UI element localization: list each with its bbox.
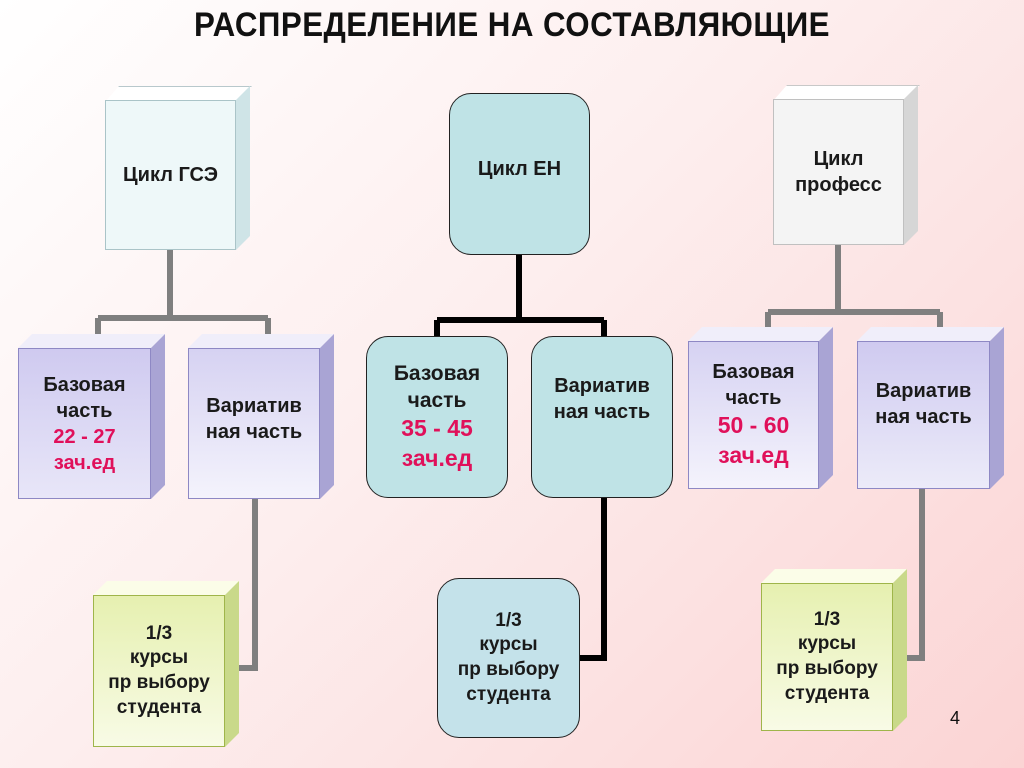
page-number: 4 xyxy=(950,708,961,728)
en-variative-box: Вариатив ная часть xyxy=(531,336,673,498)
cycle-prof-title-line2: професс xyxy=(795,174,882,196)
prof-elective-box: 1/3 курсы пр выбору студента xyxy=(761,569,907,731)
prof-basic-credits-unit: зач.ед xyxy=(718,442,789,468)
en-variative-label-line1: Вариатив xyxy=(554,375,650,397)
prof-elective-line4: студента xyxy=(784,682,870,704)
en-elective-line4: студента xyxy=(466,683,551,705)
en-basic-credits: 35 - 45 xyxy=(401,415,473,442)
cycle-prof-title-line1: Цикл xyxy=(813,148,864,170)
en-elective-line3: пр выбору xyxy=(457,659,560,680)
prof-basic-credits: 50 - 60 xyxy=(717,412,790,439)
gse-variative-box: Вариатив ная часть xyxy=(188,334,334,499)
gse-basic-label-line1: Базовая xyxy=(43,373,126,396)
gse-elective-line4: студента xyxy=(116,696,202,718)
en-basic-credits-unit: зач.ед xyxy=(401,445,473,472)
cycle-en-title: Цикл ЕН xyxy=(477,158,562,180)
cycle-gse-box: Цикл ГСЭ xyxy=(105,86,250,250)
prof-basic-box: Базовая часть 50 - 60 зач.ед xyxy=(688,327,833,489)
cycle-prof-box: Цикл професс xyxy=(773,85,918,245)
gse-variative-label-line1: Вариатив xyxy=(206,395,302,417)
gse-basic-credits-unit: зач.ед xyxy=(53,451,116,474)
en-elective-line2: курсы xyxy=(479,634,538,656)
en-elective-box: 1/3 курсы пр выбору студента xyxy=(437,578,580,738)
prof-elective-fraction: 1/3 xyxy=(813,608,841,630)
prof-elective-line3: пр выбору xyxy=(776,658,878,679)
gse-basic-label-line2: часть xyxy=(56,399,113,422)
gse-variative-label-line2: ная часть xyxy=(205,421,303,443)
cycle-gse-title: Цикл ГСЭ xyxy=(123,164,218,186)
prof-variative-box: Вариатив ная часть xyxy=(857,327,1004,489)
gse-elective-line2: курсы xyxy=(129,647,189,669)
page-title: РАСПРЕДЕЛЕНИЕ НА СОСТАВЛЯЮЩИЕ xyxy=(194,6,830,44)
en-elective-fraction: 1/3 xyxy=(495,609,522,631)
prof-basic-label-line1: Базовая xyxy=(712,361,795,384)
gse-basic-credits: 22 - 27 xyxy=(53,425,116,448)
prof-variative-label-line2: ная часть xyxy=(875,406,972,428)
en-variative-label-line2: ная часть xyxy=(553,401,651,423)
gse-basic-box: Базовая часть 22 - 27 зач.ед xyxy=(18,334,165,499)
gse-elective-line3: пр выбору xyxy=(108,672,210,693)
prof-elective-line2: курсы xyxy=(797,633,857,655)
en-basic-label-line1: Базовая xyxy=(393,361,481,385)
gse-elective-box: 1/3 курсы пр выбору студента xyxy=(93,581,239,747)
gse-elective-fraction: 1/3 xyxy=(145,622,173,644)
connector-gse-elective xyxy=(237,498,258,671)
prof-variative-label-line1: Вариатив xyxy=(875,380,972,402)
prof-basic-label-line2: часть xyxy=(725,387,782,410)
en-basic-label-line2: часть xyxy=(407,389,467,413)
connector-en-elective xyxy=(578,497,607,661)
cycle-en-box: Цикл ЕН xyxy=(449,93,590,255)
en-basic-box: Базовая часть 35 - 45 зач.ед xyxy=(366,336,508,498)
